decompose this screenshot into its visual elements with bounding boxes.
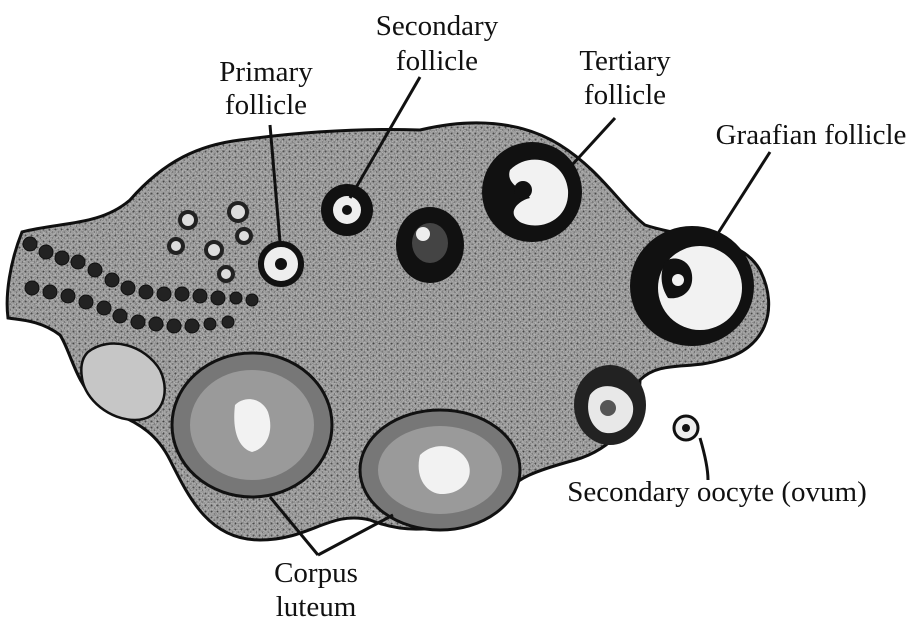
secondary-oocyte [674, 416, 698, 440]
corpus-luteum-right [360, 410, 520, 530]
corpus-luteum-left [172, 353, 332, 497]
primary-label-line1: Primary [219, 56, 313, 88]
growing-follicle [396, 207, 464, 283]
corpus-label-line1: Corpus [274, 557, 358, 589]
oocyte-label: Secondary oocyte (ovum) [567, 476, 867, 508]
graafian-leader [715, 152, 770, 238]
graafian-label: Graafian follicle [716, 119, 907, 151]
primary-label-line2: follicle [225, 89, 307, 121]
oocyte-leader [700, 438, 708, 480]
tertiary-label-line2: follicle [584, 79, 666, 111]
primary-follicle [261, 244, 301, 284]
tertiary-label-line1: Tertiary [579, 45, 671, 77]
corpus-label-line2: luteum [276, 591, 357, 623]
secondary-label-line1: Secondary [376, 10, 499, 42]
tertiary-leader [572, 118, 615, 165]
tertiary-follicle [482, 142, 582, 242]
secondary-label-line2: follicle [396, 45, 478, 77]
ruptured-follicle [574, 365, 646, 445]
secondary-follicle [321, 184, 373, 236]
graafian-follicle [630, 226, 754, 346]
